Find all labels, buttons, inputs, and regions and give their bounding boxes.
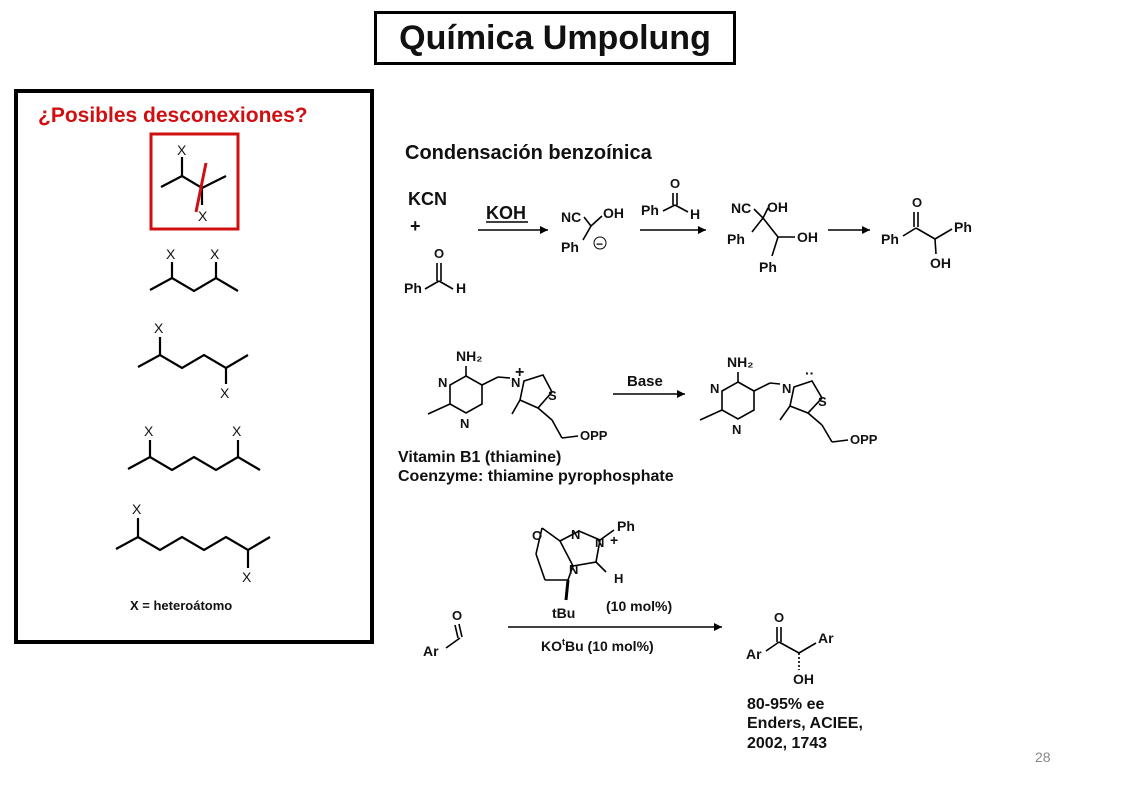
slide-title: Química Umpolung [374,11,736,65]
kcn-label: KCN [408,189,447,209]
disconnections-panel [14,89,374,644]
ph-label: Ph [881,231,899,247]
s-label: S [818,394,827,409]
reaction-3: N N + N Ph H O tBu (10 mol%) O Ar KOtBu … [423,518,863,752]
plus-sign: + [610,532,618,548]
x-label: X [220,385,230,401]
ee-result: 80-95% ee [747,696,824,713]
n-label: N [710,381,719,396]
n-label: N [571,527,580,542]
h-label: H [690,206,700,222]
section-heading: Condensación benzoínica [405,142,652,164]
thiamine-caption: Vitamin B1 (thiamine) [398,449,561,466]
x-label: X [242,569,252,585]
tbu-label: tBu [552,605,575,621]
oxygen-label: O [774,610,784,625]
base-label: Base [627,373,663,390]
heteroatom-legend: X = heteroátomo [130,598,233,613]
catalyst-loading: (10 mol%) [606,598,672,614]
nh2-label: NH₂ [727,354,753,370]
x-label: X [144,423,154,439]
n-label: N [511,375,520,390]
ph-label: Ph [759,259,777,275]
h-label: H [614,571,623,586]
oh-label: OH [793,671,814,687]
page-number: 28 [1035,749,1051,765]
ph-label: Ph [727,231,745,247]
reference-line-2: 2002, 1743 [747,735,827,752]
oxygen-label: O [532,528,542,543]
lone-pair: ·· [805,365,814,381]
coenzyme-caption: Coenzyme: thiamine pyrophosphate [398,468,674,485]
oxygen-label: O [912,195,922,210]
oh-label: OH [767,199,788,215]
base-conditions: KOtBu (10 mol%) [541,637,654,654]
oxygen-label: O [452,608,462,623]
n-label: N [569,562,578,577]
reference-line-1: Enders, ACIEE, [747,715,863,732]
nc-label: NC [561,209,581,225]
nh2-label: NH₂ [456,348,482,364]
oxygen-label: O [434,246,444,261]
ph-label: Ph [954,219,972,235]
ph-label: Ph [561,239,579,255]
reaction-1: KCN + O Ph H KOH NC OH Ph − Ph O H [404,176,972,296]
s-label: S [548,388,557,403]
ph-label: Ph [404,280,422,296]
ar-label: Ar [818,630,834,646]
disconnections-question: ¿Posibles desconexiones? [38,104,308,127]
structure-1-6 [115,518,271,568]
highlight-box [149,132,240,231]
minus-sign: − [596,237,603,251]
structure-1-4 [137,337,249,384]
ar-label: Ar [423,643,439,659]
ar-label: Ar [746,646,762,662]
opp-label: OPP [580,428,608,443]
n-label: N [460,416,469,431]
structure-1-5 [127,440,261,472]
koh-label: KOH [486,203,526,223]
x-label: X [177,142,187,158]
n-label: N [438,375,447,390]
plus-sign: + [515,364,524,381]
disconnection-line [194,162,208,213]
n-label: N [732,422,741,437]
n-label: N [782,381,791,396]
n-label: N [595,535,604,550]
ph-label: Ph [641,202,659,218]
plus-sign: + [410,216,421,236]
x-label: X [198,208,208,224]
structure-1-3 [149,262,239,293]
oxygen-label: O [670,176,680,191]
ph-label: Ph [617,518,635,534]
oh-label: OH [603,205,624,221]
structure-1-2 [160,157,227,205]
opp-label: OPP [850,432,878,447]
h-label: H [456,280,466,296]
x-label: X [132,501,142,517]
reaction-2: NH₂ N N N + S OPP Base NH₂ N N [398,348,878,485]
x-label: X [232,423,242,439]
x-label: X [154,320,164,336]
oh-label: OH [797,229,818,245]
x-label: X [210,246,220,262]
nc-label: NC [731,200,751,216]
oh-label: OH [930,255,951,271]
x-label: X [166,246,176,262]
